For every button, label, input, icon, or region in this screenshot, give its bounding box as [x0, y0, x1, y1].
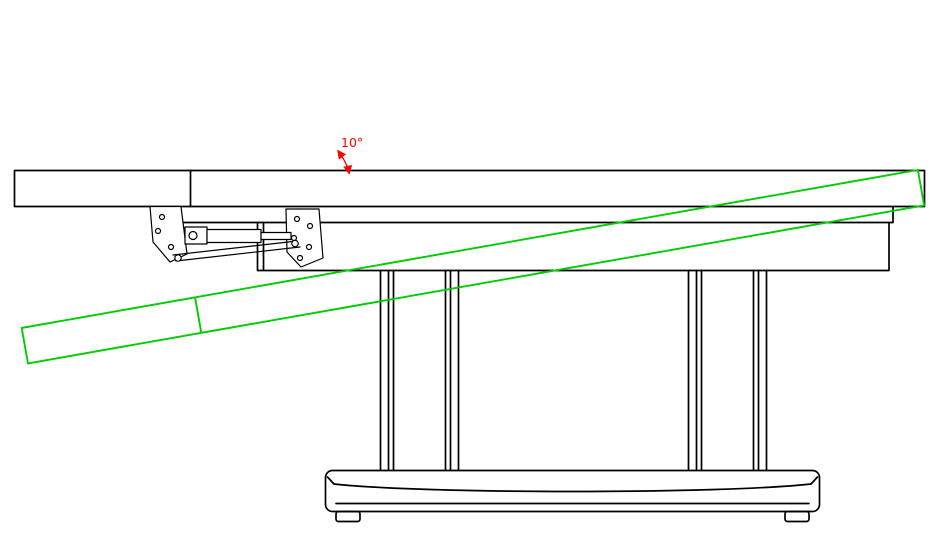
linkage-bar [172, 240, 301, 262]
base-contour-curve [333, 483, 812, 493]
bolt-holes-right [290, 215, 314, 262]
actuator-motor-shaft [188, 230, 198, 241]
angle-annotation: 10° [337, 135, 363, 175]
raised-backrest-outline [20, 168, 926, 365]
linkage-pivot-left [174, 254, 182, 262]
angle-label: 10° [341, 135, 363, 150]
foot-left [335, 510, 361, 523]
table-structure [13, 169, 926, 523]
pedestal-column-right [687, 269, 768, 472]
raised-backrest-divider [194, 297, 203, 334]
actuator-rod [260, 231, 292, 241]
hinge-bracket-right [285, 208, 324, 268]
actuator-motor [184, 226, 208, 245]
actuator-tube [206, 228, 262, 244]
angle-dimension-arc [337, 149, 353, 175]
table-top-slab [13, 169, 926, 208]
bolt-holes-left [154, 213, 175, 251]
pedestal-column-left [379, 269, 460, 472]
raised-backrest-slab [20, 168, 926, 365]
hinge-mechanism [149, 205, 324, 268]
foot-right [784, 510, 810, 523]
base-corner-bevels [326, 476, 819, 485]
support-frame [256, 221, 890, 272]
linkage-pivot-right [291, 239, 299, 248]
